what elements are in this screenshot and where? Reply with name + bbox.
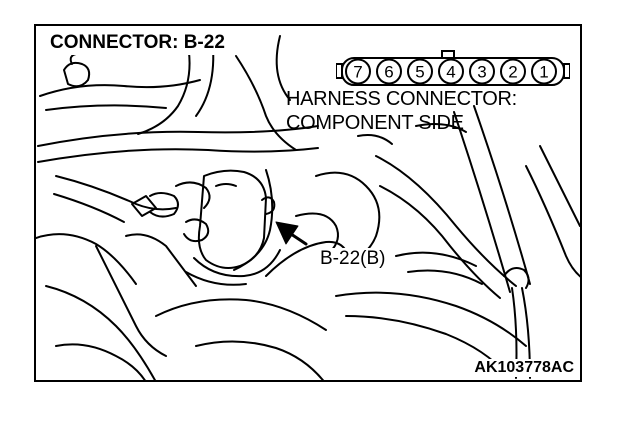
harness-connector-label: HARNESS CONNECTOR:	[286, 88, 517, 110]
connector-pin-circle	[531, 58, 557, 85]
connector-pin-number: 3	[477, 63, 486, 82]
connector-pin-number: 7	[353, 63, 362, 82]
connector-pin-number: 2	[508, 63, 517, 82]
connector-left-tab	[336, 63, 343, 79]
component-side-label: COMPONENT SIDE	[286, 112, 464, 134]
connector-pin-circle	[500, 58, 526, 85]
connector-title: CONNECTOR: B-22	[48, 32, 229, 55]
connector-right-tab	[563, 63, 570, 79]
connector-pin-number: 5	[415, 63, 424, 82]
connector-pin-6: 6	[376, 58, 402, 85]
image-id-label: AK103778AC	[472, 359, 576, 377]
connector-pin-2: 2	[500, 58, 526, 85]
connector-pin-1: 1	[531, 58, 557, 85]
connector-pin-number: 6	[384, 63, 393, 82]
connector-pin-circle	[407, 58, 433, 85]
connector-pin-circle	[469, 58, 495, 85]
connector-pin-circle	[438, 58, 464, 85]
connector-pin-circle	[345, 58, 371, 85]
connector-pin-5: 5	[407, 58, 433, 85]
diagram-frame: CONNECTOR: B-22 7 6 5 4 3 2 1 HARNESS CONNECTO…	[34, 24, 582, 382]
connector-pin-4: 4	[438, 58, 464, 85]
connector-pin-circle	[376, 58, 402, 85]
connector-pin-7: 7	[345, 58, 371, 85]
connector-pin-number: 1	[539, 63, 548, 82]
harness-connector-pin-diagram: 7 6 5 4 3 2 1	[336, 50, 570, 86]
connector-callout-label: B-22(B)	[318, 248, 388, 270]
connector-pin-3: 3	[469, 58, 495, 85]
connector-pin-number: 4	[446, 63, 455, 82]
